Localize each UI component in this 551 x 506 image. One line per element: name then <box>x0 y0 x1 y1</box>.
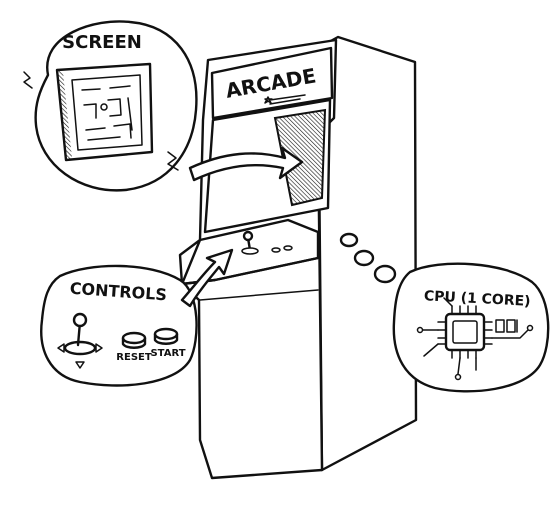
thought-dot-2 <box>355 251 373 265</box>
cabinet-button-1 <box>272 248 280 252</box>
cabinet-button-2 <box>284 246 292 250</box>
controls-callout: CONTROLS RESET START <box>41 266 196 386</box>
screen-squiggle-left <box>24 72 32 88</box>
thought-dot-3 <box>375 266 395 282</box>
screen-callout: SCREEN <box>24 21 196 190</box>
thought-dot-1 <box>341 234 357 246</box>
start-label: START <box>150 348 185 359</box>
screen-label: SCREEN <box>62 32 142 53</box>
cpu-callout: CPU (1 CORE) <box>394 264 548 392</box>
reset-label: RESET <box>116 352 152 363</box>
